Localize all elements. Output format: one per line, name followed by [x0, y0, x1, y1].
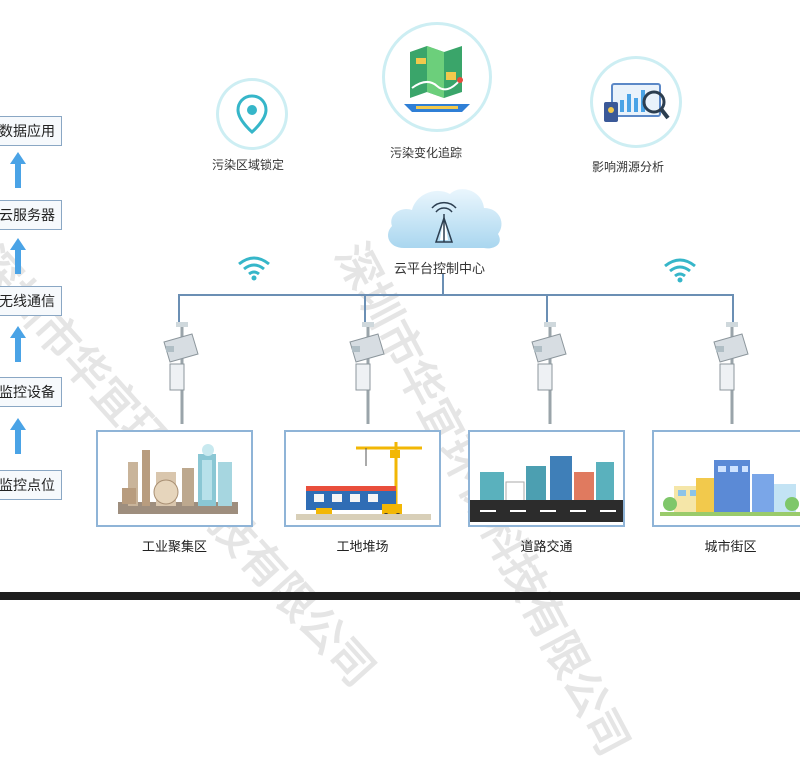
feature-label-pollution-lock: 污染区域锁定	[212, 158, 285, 172]
pipeline-step-monitor-point: 监控点位	[0, 470, 62, 500]
analytics-search-icon	[590, 56, 682, 148]
monitoring-station-icon	[713, 322, 749, 424]
cloud-antenna-icon	[388, 189, 502, 249]
road-traffic-icon	[470, 456, 623, 522]
bottom-bar	[0, 592, 800, 600]
connector-line	[178, 294, 732, 296]
scene-road	[468, 430, 625, 527]
connector-line	[546, 294, 548, 326]
scene-label-construction: 工地堆场	[336, 540, 389, 555]
monitoring-station-icon	[531, 322, 567, 424]
monitoring-station-icon	[349, 322, 385, 424]
pipeline-step-label: 云服务器	[0, 208, 55, 224]
connector-line	[732, 294, 734, 326]
feature-label-pollution-track: 污染变化追踪	[390, 146, 463, 160]
scene-label-industrial: 工业聚集区	[141, 540, 207, 555]
monitoring-station-icon	[163, 322, 199, 424]
location-pin-icon	[216, 78, 288, 150]
connector-line	[442, 274, 444, 294]
connector-line	[364, 294, 366, 326]
up-arrow-icon	[10, 418, 26, 454]
up-arrow-icon	[10, 152, 26, 188]
wifi-icon	[664, 258, 696, 283]
city-block-icon	[660, 460, 800, 516]
up-arrow-icon	[10, 326, 26, 362]
scene-label-road: 道路交通	[520, 540, 573, 555]
scene-industrial	[96, 430, 253, 527]
feature-label-source-analysis: 影响溯源分析	[592, 160, 665, 174]
pipeline-step-cloud-server: 云服务器	[0, 200, 62, 230]
map-tracking-icon	[382, 22, 492, 132]
pipeline-step-label: 数据应用	[0, 124, 55, 140]
cloud-label: 云平台控制中心	[394, 262, 486, 277]
pipeline-step-monitor-device: 监控设备	[0, 377, 62, 407]
scene-label-city: 城市街区	[704, 540, 757, 555]
construction-site-icon	[296, 442, 431, 520]
scene-city	[652, 430, 800, 527]
pipeline-step-data-app: 数据应用	[0, 116, 62, 146]
scene-construction	[284, 430, 441, 527]
up-arrow-icon	[10, 238, 26, 274]
pipeline-step-label: 监控点位	[0, 478, 55, 494]
connector-line	[178, 294, 180, 326]
pipeline-step-wireless: 无线通信	[0, 286, 62, 316]
factory-icon	[118, 444, 238, 514]
pipeline-step-label: 监控设备	[0, 385, 55, 401]
pipeline-step-label: 无线通信	[0, 294, 55, 310]
wifi-icon	[238, 256, 270, 281]
